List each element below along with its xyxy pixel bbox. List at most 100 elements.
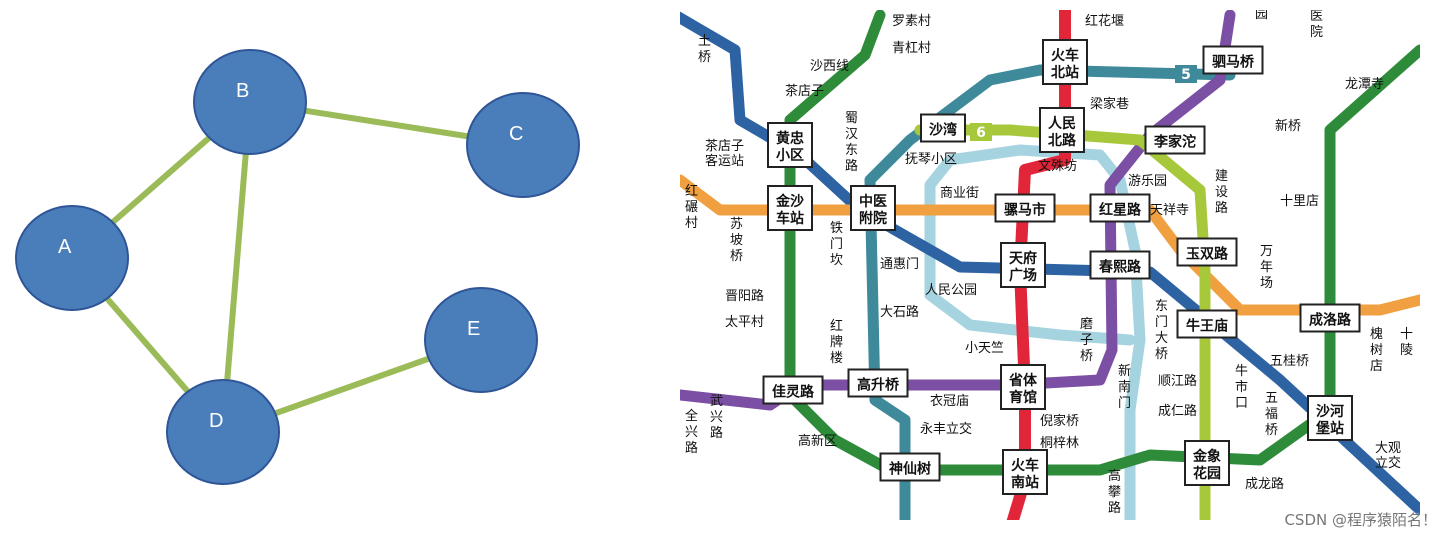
station-name: 金象 bbox=[1192, 448, 1221, 465]
station-label-text: 沙西线 bbox=[810, 59, 849, 74]
station-label-char: 牛 bbox=[1235, 364, 1248, 379]
interchange-station[interactable]: 神仙树 bbox=[879, 452, 941, 482]
station-label: 十里店 bbox=[1280, 194, 1319, 209]
interchange-station[interactable]: 春熙路 bbox=[1089, 250, 1151, 280]
station-label-text: 梁家巷 bbox=[1090, 96, 1129, 112]
station-label-char: 楼 bbox=[830, 351, 843, 366]
station-label-char: 门 bbox=[1155, 315, 1168, 330]
station-label-char: 桥 bbox=[1080, 349, 1093, 364]
station-label-char: 路 bbox=[685, 440, 698, 456]
station-label: 红碾村 bbox=[685, 183, 698, 231]
station-name: 牛王庙 bbox=[1186, 318, 1228, 335]
station-label: 土桥 bbox=[698, 34, 711, 65]
station-box bbox=[1202, 45, 1264, 75]
station-label: 顺江路 bbox=[1158, 373, 1197, 389]
station-label-char: 福 bbox=[1265, 407, 1278, 422]
interchange-station[interactable]: 沙湾 bbox=[920, 113, 966, 143]
station-label: 天祥寺 bbox=[1150, 203, 1189, 218]
station-label: 晋阳路 bbox=[725, 288, 764, 304]
station-box bbox=[1042, 39, 1088, 85]
node-A: A bbox=[15, 205, 129, 311]
station-label: 文殊坊 bbox=[1038, 159, 1077, 174]
station-label-text: 园 bbox=[1255, 10, 1268, 22]
interchange-station[interactable]: 佳灵路 bbox=[762, 375, 824, 405]
node-label: C bbox=[509, 123, 523, 145]
node-label: B bbox=[236, 80, 249, 102]
metro-line-5 bbox=[864, 64, 1236, 520]
node-label: D bbox=[209, 410, 223, 432]
line-number-badges: 5 6 bbox=[970, 65, 1197, 141]
interchange-station[interactable]: 红星路 bbox=[1089, 193, 1151, 223]
interchange-station[interactable]: 高升桥 bbox=[847, 368, 909, 398]
station-label: 成龙路 bbox=[1245, 476, 1284, 492]
interchange-station[interactable]: 驷马桥 bbox=[1202, 45, 1264, 75]
station-label-text: 晋阳路 bbox=[725, 288, 764, 304]
station-name: 育馆 bbox=[1009, 389, 1037, 406]
station-label-text: 抚琴小区 bbox=[905, 152, 957, 167]
station-label: 青杠村 bbox=[892, 40, 931, 56]
station-label-char: 十 bbox=[1400, 327, 1413, 342]
station-label: 通惠门 bbox=[880, 257, 919, 272]
station-label: 游乐园 bbox=[1128, 174, 1167, 189]
node-circle bbox=[424, 287, 538, 393]
station-label: 红牌楼 bbox=[830, 318, 843, 366]
station-label-text: 人民公园 bbox=[925, 283, 977, 298]
station-label: 衣冠庙 bbox=[930, 393, 969, 409]
station-label-char: 五 bbox=[1265, 391, 1278, 406]
station-label: 高攀路 bbox=[1108, 468, 1121, 516]
station-label: 新桥 bbox=[1275, 118, 1301, 134]
interchange-station[interactable]: 成洛路 bbox=[1299, 303, 1361, 333]
station-label: 沙西线 bbox=[810, 59, 849, 74]
station-label-text: 倪家桥 bbox=[1040, 413, 1079, 429]
station-label-char: 树 bbox=[1370, 343, 1383, 358]
station-label: 罗素村 bbox=[892, 14, 931, 29]
station-label-text: 成仁路 bbox=[1158, 403, 1197, 419]
interchange-station[interactable]: 骡马市 bbox=[994, 193, 1056, 223]
station-label-char: 牌 bbox=[830, 334, 843, 350]
station-label: 茶店子 bbox=[785, 83, 824, 99]
station-label-text: 罗素村 bbox=[892, 14, 931, 29]
station-label-char: 碾 bbox=[685, 200, 698, 215]
interchange-station[interactable]: 牛王庙 bbox=[1176, 309, 1238, 339]
station-label-char: 桥 bbox=[730, 249, 743, 264]
station-label-text: 茶店子 bbox=[785, 83, 824, 99]
station-label-char: 院 bbox=[1310, 25, 1323, 40]
station-name: 春熙路 bbox=[1098, 259, 1142, 276]
station-label-text: 客运站 bbox=[705, 153, 744, 169]
interchange-station[interactable]: 玉双路 bbox=[1176, 237, 1238, 267]
station-label-text: 红花堰 bbox=[1085, 13, 1124, 29]
station-name: 李家沱 bbox=[1153, 134, 1196, 151]
station-label-char: 红 bbox=[685, 183, 698, 199]
line-5-badge bbox=[1175, 65, 1197, 83]
station-box bbox=[1307, 395, 1353, 441]
interchange-station[interactable]: 李家沱 bbox=[1144, 125, 1206, 155]
station-label: 园 bbox=[1255, 10, 1268, 22]
metro-map: 5 6 火车北站驷马桥沙湾人民北路李家沱黄忠小区金沙车站中医附院骡马市红星路玉双… bbox=[680, 10, 1420, 520]
station-label-text: 五桂桥 bbox=[1270, 354, 1309, 369]
station-label: 桐梓林 bbox=[1040, 436, 1079, 451]
station-box bbox=[1089, 193, 1151, 223]
station-label-text: 立交 bbox=[1375, 455, 1401, 471]
station-label-char: 店 bbox=[1370, 359, 1383, 374]
station-label-char: 蜀 bbox=[845, 111, 858, 126]
station-label: 成仁路 bbox=[1158, 403, 1197, 419]
station-name: 金沙 bbox=[775, 193, 804, 210]
station-name: 沙河 bbox=[1316, 403, 1344, 420]
station-label-char: 子 bbox=[1080, 333, 1093, 348]
station-label-text: 桐梓林 bbox=[1040, 436, 1079, 451]
station-label-char: 设 bbox=[1215, 185, 1228, 200]
station-name: 车站 bbox=[776, 210, 804, 227]
station-name: 火车 bbox=[1051, 47, 1079, 64]
